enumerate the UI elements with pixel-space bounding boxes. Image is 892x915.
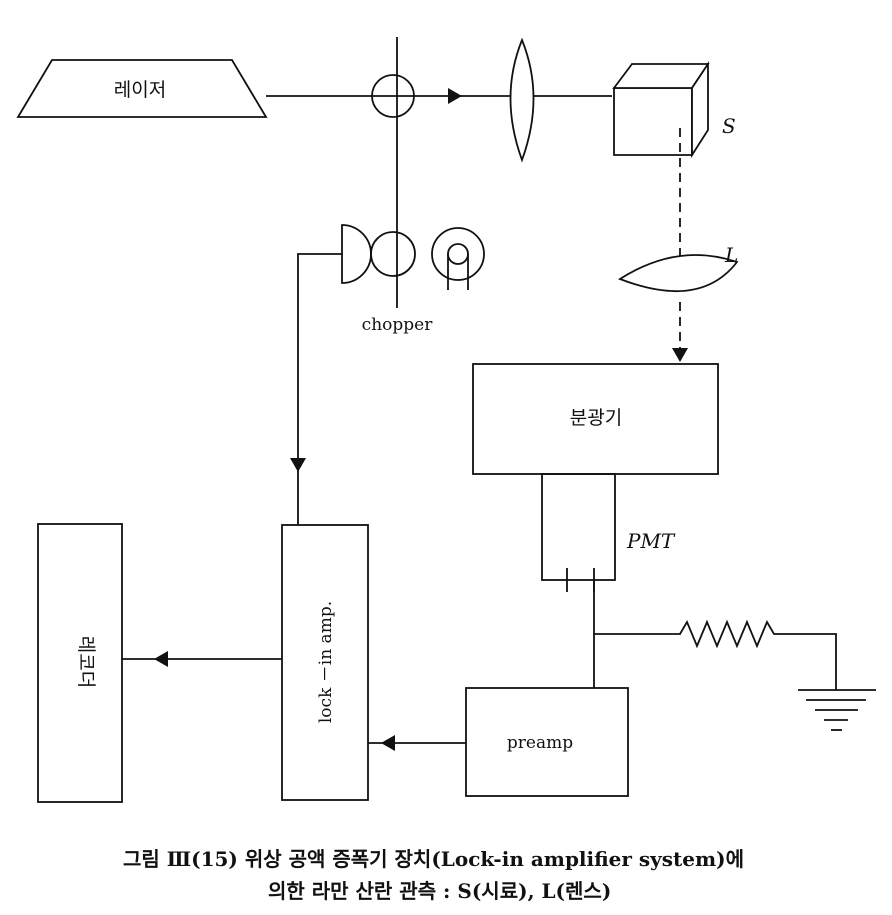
ground-icon	[798, 689, 876, 731]
lockin-label: lock －in amp.	[316, 601, 336, 723]
caption-line-2: 의한 라만 산란 관측 : S(시료), L(렌스)	[268, 879, 611, 903]
lens-label: L	[724, 243, 738, 267]
spectrometer-label: 분광기	[570, 407, 622, 429]
chopper-motor-inner	[447, 243, 469, 265]
sample-side-face	[691, 61, 709, 159]
scattered-light-arrow	[672, 348, 688, 362]
load-resistor	[594, 619, 837, 690]
preamp	[465, 687, 629, 797]
caption-line-1: 그림 Ⅲ(15) 위상 공액 증폭기 장치(Lock-in amplifier …	[123, 847, 744, 871]
chopper-label: chopper	[362, 315, 434, 335]
chopper-motor-outer	[431, 227, 485, 281]
reference-signal-arrow	[290, 458, 306, 472]
preamp-label: preamp	[507, 733, 573, 753]
laser: 레이저	[16, 59, 268, 118]
laser-body	[16, 59, 268, 118]
recorder-label: 레코더	[75, 636, 97, 688]
pmt	[541, 473, 616, 581]
laser-label: 레이저	[114, 79, 166, 101]
collection-lens	[618, 254, 739, 293]
sample-label: S	[722, 114, 736, 138]
recorder	[37, 523, 123, 803]
chopper-wheel-top	[371, 74, 415, 118]
chopper-sensor	[341, 224, 372, 284]
beam-arrow	[448, 88, 462, 104]
focusing-lens	[509, 37, 535, 163]
lockin-to-recorder-arrow	[154, 651, 168, 667]
preamp-to-lockin-arrow	[381, 735, 395, 751]
pmt-label: PMT	[626, 529, 676, 553]
chopper-wheel	[370, 231, 416, 277]
chopper: chopper	[341, 224, 485, 335]
reference-signal-line	[297, 253, 342, 525]
lockin-amplifier	[281, 524, 369, 801]
sample-cube: S	[612, 61, 736, 159]
